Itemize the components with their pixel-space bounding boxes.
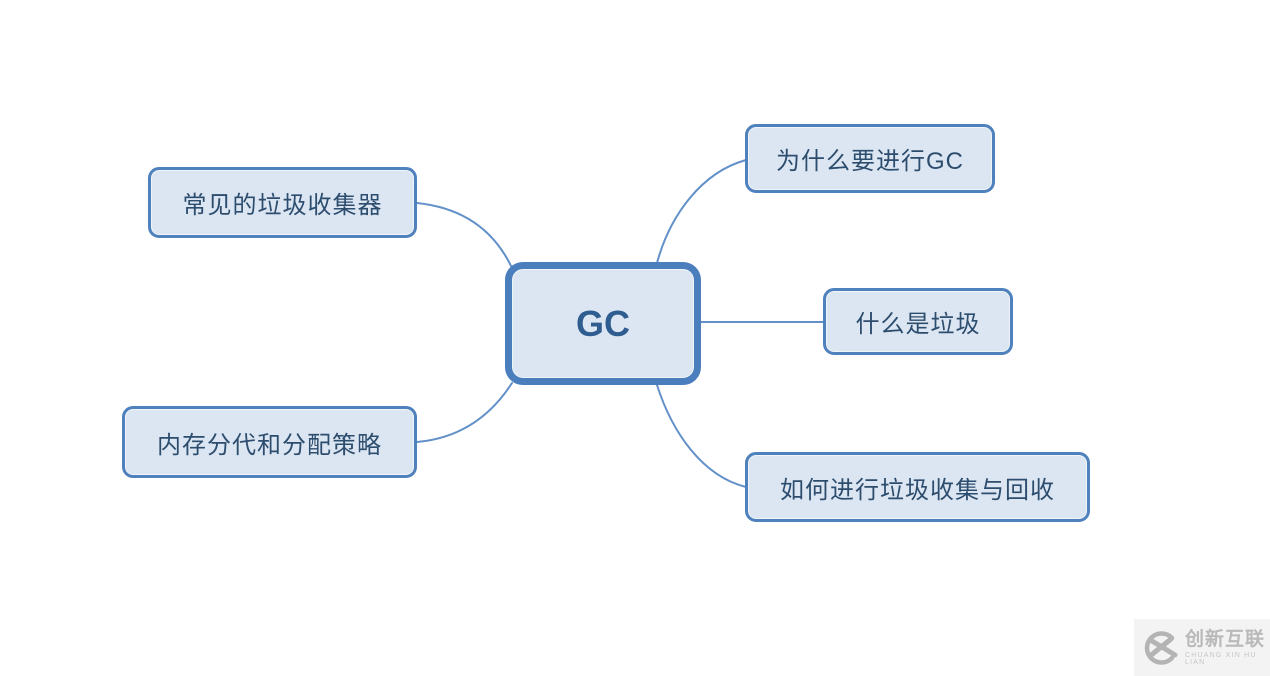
node-label: 为什么要进行GC bbox=[776, 148, 964, 175]
connector-how-to-collect bbox=[656, 384, 747, 488]
node-why-gc[interactable]: 为什么要进行GC bbox=[745, 124, 995, 193]
brand-logo-icon bbox=[1144, 630, 1178, 665]
node-common-collectors[interactable]: 常见的垃圾收集器 bbox=[148, 167, 417, 238]
node-what-is-garbage[interactable]: 什么是垃圾 bbox=[823, 288, 1013, 355]
node-root-gc[interactable]: GC bbox=[505, 262, 701, 385]
watermark-brand-subtitle: CHUANG XIN HU LIAN bbox=[1185, 651, 1257, 666]
node-label: 常见的垃圾收集器 bbox=[182, 192, 383, 219]
node-root-label: GC bbox=[576, 302, 630, 344]
connector-why-gc bbox=[656, 159, 747, 264]
watermark: 创新互联 CHUANG XIN HU LIAN bbox=[1134, 619, 1270, 676]
node-label: 什么是垃圾 bbox=[855, 311, 981, 338]
node-label: 内存分代和分配策略 bbox=[157, 431, 382, 459]
node-label: 如何进行垃圾收集与回收 bbox=[780, 476, 1055, 504]
connector-common-collectors bbox=[416, 202, 513, 269]
node-how-to-collect[interactable]: 如何进行垃圾收集与回收 bbox=[745, 452, 1090, 522]
watermark-text: 创新互联 CHUANG XIN HU LIAN bbox=[1185, 630, 1270, 666]
connector-memory-generation bbox=[416, 382, 513, 443]
node-memory-generation[interactable]: 内存分代和分配策略 bbox=[122, 406, 417, 478]
watermark-brand-name: 创新互联 bbox=[1185, 628, 1266, 650]
